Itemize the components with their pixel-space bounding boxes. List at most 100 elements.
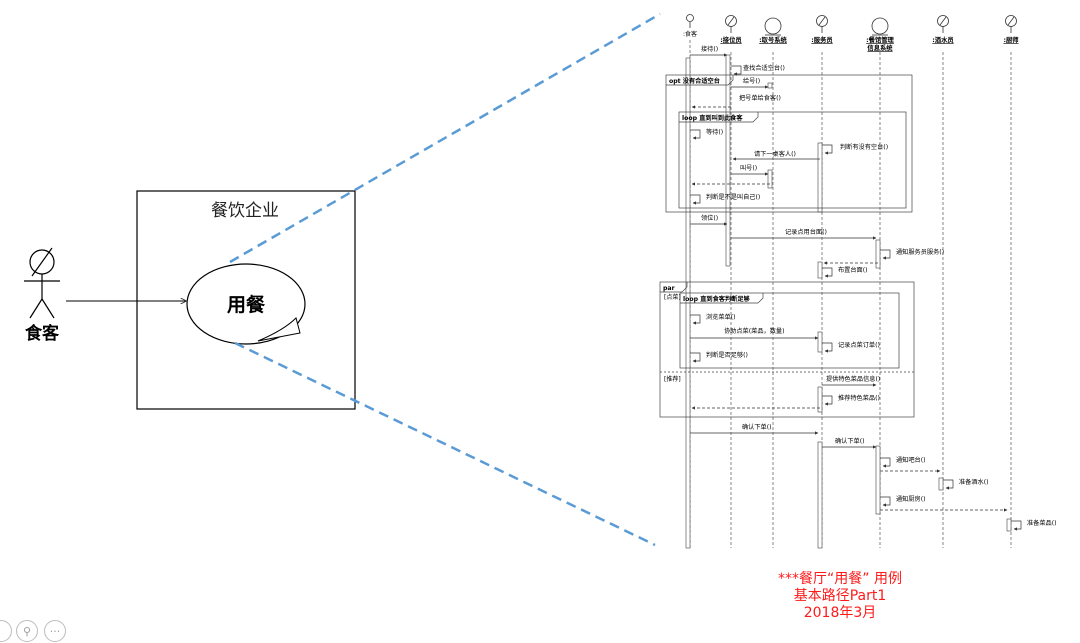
activation-bar [817, 261, 823, 279]
lifeline-label: :取号系统 [759, 35, 787, 44]
activation-bar [767, 169, 773, 189]
caption-line-3: 2018年3月 [803, 605, 877, 621]
more-icon: ··· [49, 625, 61, 638]
self-message-arrow [731, 65, 742, 76]
lifeline-actor-icon [686, 14, 694, 22]
message-label: 判断是否足够() [706, 351, 748, 359]
self-message-arrow [1011, 520, 1022, 531]
fragment-label: par [663, 285, 676, 292]
activation-bar [817, 386, 823, 413]
lifeline-entity-icon [871, 17, 889, 35]
message-label: 接待() [701, 45, 718, 53]
message-label: 布置台面() [838, 266, 868, 274]
activation-bar [1006, 518, 1012, 532]
self-message-arrow [943, 479, 954, 490]
activation-bar [875, 445, 881, 515]
lifeline-label: :食客 [683, 30, 697, 38]
message-label: 判断有没有空台() [840, 143, 888, 151]
message-label: 叫号() [740, 164, 757, 172]
message-label: 记录点菜订单() [838, 341, 880, 349]
combined-fragment-frame [678, 111, 907, 209]
activation-bar [938, 477, 944, 491]
search-icon: ⚲ [22, 625, 32, 638]
fragment-label: loop 直到食客判断足够 [683, 295, 751, 303]
usecase-curl [257, 317, 301, 342]
message-label: 提供特色菜品信息() [826, 375, 880, 383]
fragment-tab [679, 112, 759, 123]
self-message-arrow [880, 457, 891, 468]
activation-bar [817, 331, 823, 353]
lifeline-label: :服务员 [811, 35, 833, 44]
message-label: 准备菜品() [1027, 519, 1057, 527]
system-name: 餐饮企业 [211, 201, 279, 221]
lifeline-label: :餐馆管理 [866, 35, 894, 44]
lifeline-actor-icon [939, 16, 947, 26]
message-label: 通知厨房() [896, 495, 926, 503]
message-label: 浏览菜单() [706, 313, 736, 321]
fragment-guard: [推荐] [664, 375, 681, 383]
usecase-name: 用餐 [227, 293, 266, 316]
message-label: 查找合适空台() [743, 64, 785, 72]
combined-fragment-frame [659, 281, 915, 418]
message-label: 判断是不是叫自己() [706, 193, 760, 201]
more-button[interactable]: ··· [44, 620, 66, 642]
caption-line-2: 基本路径Part1 [793, 588, 887, 604]
self-message-arrow [880, 249, 891, 260]
message-label: 准备酒水() [959, 478, 989, 486]
activation-bar [725, 54, 731, 267]
message-label: 确认下单() [835, 437, 865, 445]
activation-bar [767, 82, 773, 89]
activation-bar [875, 239, 881, 269]
activation-bar [817, 441, 823, 549]
combined-fragment-frame [679, 292, 900, 369]
lifeline-label: :接位员 [720, 35, 742, 44]
fragment-tab [660, 282, 688, 293]
diagram-caption: ***餐厅“用餐” 用例 基本路径Part1 2018年3月 [700, 571, 980, 622]
usecase-diagram: 餐饮企业 食客 用餐 [24, 12, 661, 547]
message-label: 记录点用台面() [785, 228, 827, 236]
message-label: 请下一桌客人() [754, 150, 796, 158]
message-label: 确认下单() [742, 423, 772, 431]
zoom-connector-top [229, 12, 661, 264]
actor-label: 食客 [25, 323, 60, 344]
lifeline-actor-icon [727, 16, 735, 26]
self-message-arrow [690, 314, 701, 325]
caption-line-1: ***餐厅“用餐” 用例 [778, 571, 902, 587]
lifeline-actor-icon [818, 16, 826, 26]
self-message-arrow [690, 194, 701, 205]
fragment-tab [680, 293, 764, 304]
lifeline-label: :酒水员 [932, 35, 954, 44]
fragment-guard: [点菜] [664, 293, 681, 301]
self-message-arrow [822, 342, 833, 353]
self-message-arrow [822, 395, 833, 406]
zoom-connector-bottom [234, 341, 656, 547]
activation-bar [817, 142, 823, 213]
self-message-arrow [690, 352, 701, 363]
message-label: 协助点菜(菜品，数量) [724, 327, 785, 335]
message-label: 等待() [706, 128, 723, 136]
combined-fragment-frame [665, 74, 913, 213]
viewer-toolbar: ⚲ ··· [0, 620, 80, 642]
fragment-label: loop 直到叫到此食客 [682, 114, 743, 122]
self-message-arrow [880, 496, 891, 507]
message-label: 给号() [743, 77, 760, 85]
message-label: 通知服务员服务() [896, 248, 944, 256]
lifeline-label: 信息系统 [867, 43, 893, 52]
message-label: 推荐特色菜品() [838, 394, 880, 402]
fragment-tab [666, 75, 734, 86]
prev-button[interactable] [0, 620, 12, 642]
lifeline-entity-icon [764, 17, 782, 35]
fragment-label: opt 没有合适空台 [669, 77, 720, 85]
usecase-ellipse [186, 263, 306, 345]
actor-icon [24, 247, 60, 319]
self-message-arrow [690, 129, 701, 140]
zoom-button[interactable]: ⚲ [16, 620, 38, 642]
lifeline-actor-icon [1007, 16, 1015, 26]
message-label: 通知吧台() [896, 456, 926, 464]
message-label: 把号单给食客() [739, 94, 781, 102]
message-label: 领位() [701, 214, 718, 222]
self-message-arrow [822, 267, 833, 278]
self-message-arrow [822, 144, 833, 155]
